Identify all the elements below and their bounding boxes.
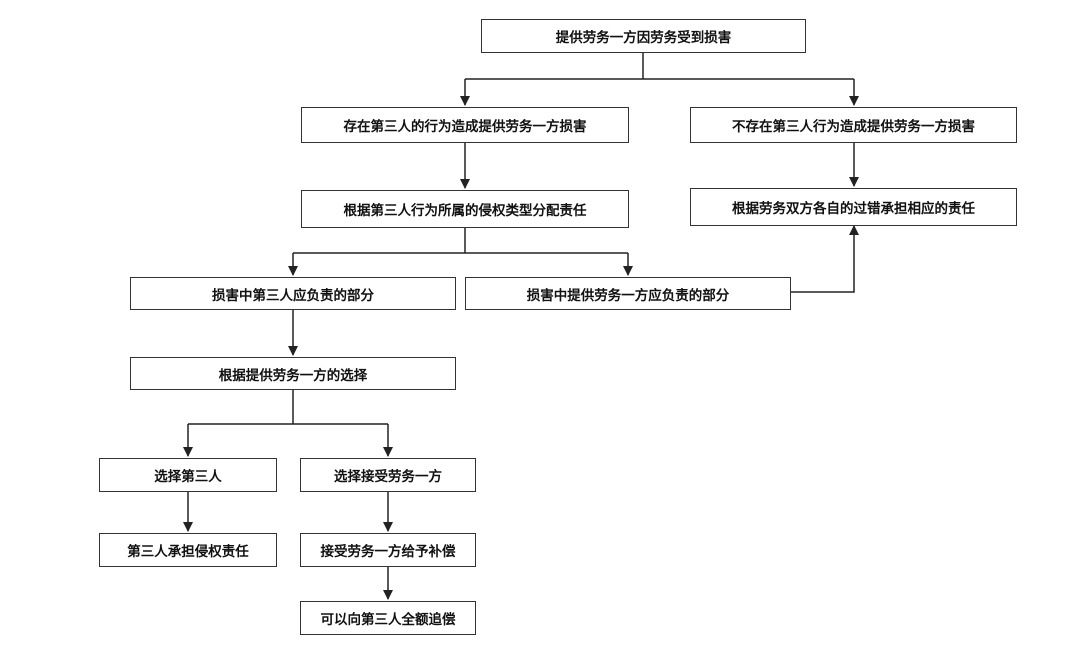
node-third-party-exists: 存在第三人的行为造成提供劳务一方损害 <box>301 107 629 143</box>
node-choose-recipient: 选择接受劳务一方 <box>300 458 476 492</box>
node-provider-choice: 根据提供劳务一方的选择 <box>130 357 456 390</box>
node-third-party-share: 损害中第三人应负责的部分 <box>130 277 456 310</box>
node-third-party-tort-liability: 第三人承担侵权责任 <box>99 533 277 567</box>
arrow-provider-share-to-fault-based <box>791 225 859 293</box>
node-choose-third-party: 选择第三人 <box>99 458 277 492</box>
node-allocate-by-tort-type: 根据第三人行为所属的侵权类型分配责任 <box>301 190 629 228</box>
node-root: 提供劳务一方因劳务受到损害 <box>481 19 806 53</box>
node-recipient-compensates: 接受劳务一方给予补偿 <box>300 533 476 567</box>
node-provider-share: 损害中提供劳务一方应负责的部分 <box>465 277 791 310</box>
node-fault-based: 根据劳务双方各自的过错承担相应的责任 <box>690 188 1017 226</box>
node-full-recourse: 可以向第三人全额追偿 <box>300 601 476 635</box>
node-no-third-party: 不存在第三人行为造成提供劳务一方损害 <box>690 107 1017 143</box>
